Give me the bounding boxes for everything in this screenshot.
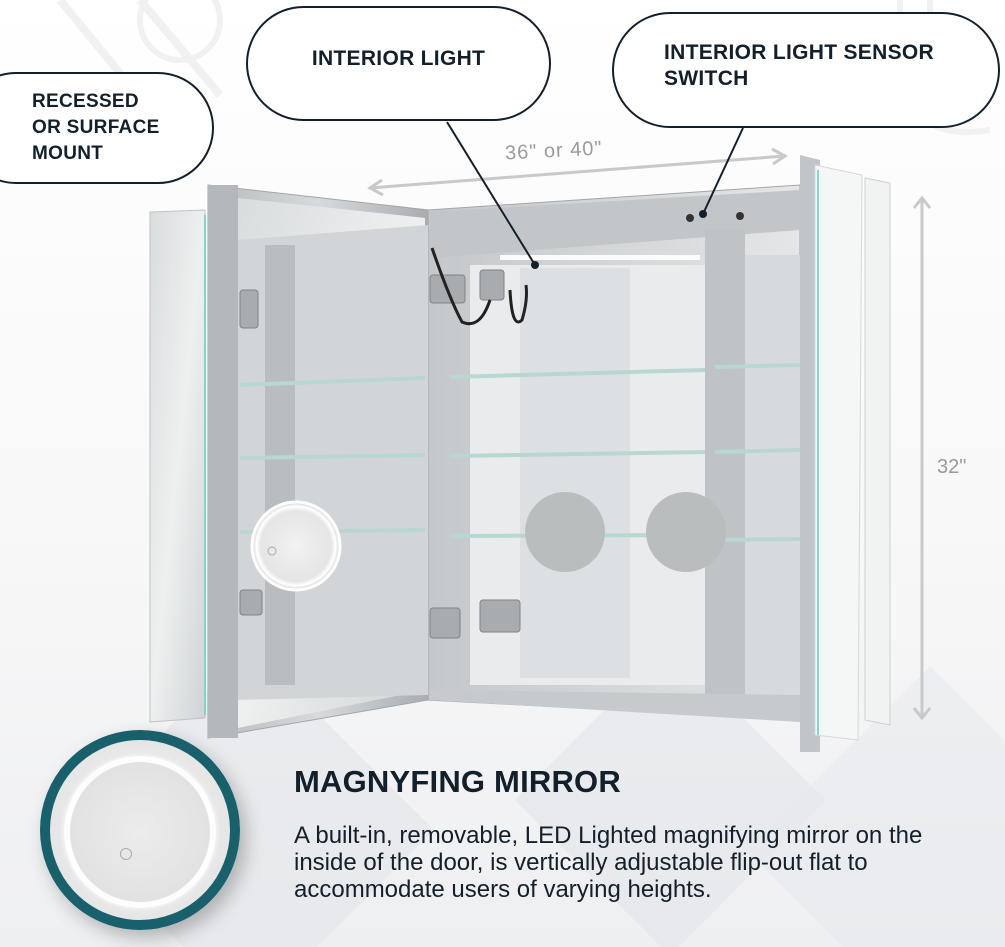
callout-interior-light-text: INTERIOR LIGHT <box>311 46 486 70</box>
callout-interior-light: INTERIOR LIGHT <box>246 6 551 121</box>
magnifying-mirror-glass <box>64 756 216 908</box>
height-dimension-label: 32" <box>937 456 967 478</box>
callout-mount-line-3: MOUNT <box>32 143 104 164</box>
callout-sensor-line-1: INTERIOR LIGHT SENSOR <box>664 41 934 64</box>
callout-recessed-surface-mount: RECESSED OR SURFACE MOUNT <box>0 72 214 184</box>
touch-button-icon <box>120 848 132 860</box>
feature-title: MAGNYFING MIRROR <box>294 764 621 799</box>
feature-description: A built-in, removable, LED Lighted magni… <box>294 822 923 903</box>
magnifying-mirror-closeup <box>40 730 240 930</box>
callout-mount-line-1: RECESSED <box>32 91 139 112</box>
callout-mount-line-2: OR SURFACE <box>32 117 160 138</box>
callout-sensor-line-2: SWITCH <box>664 67 749 90</box>
medicine-cabinet-illustration <box>149 121 932 752</box>
callout-light-sensor-switch: INTERIOR LIGHT SENSOR SWITCH <box>612 12 1000 128</box>
